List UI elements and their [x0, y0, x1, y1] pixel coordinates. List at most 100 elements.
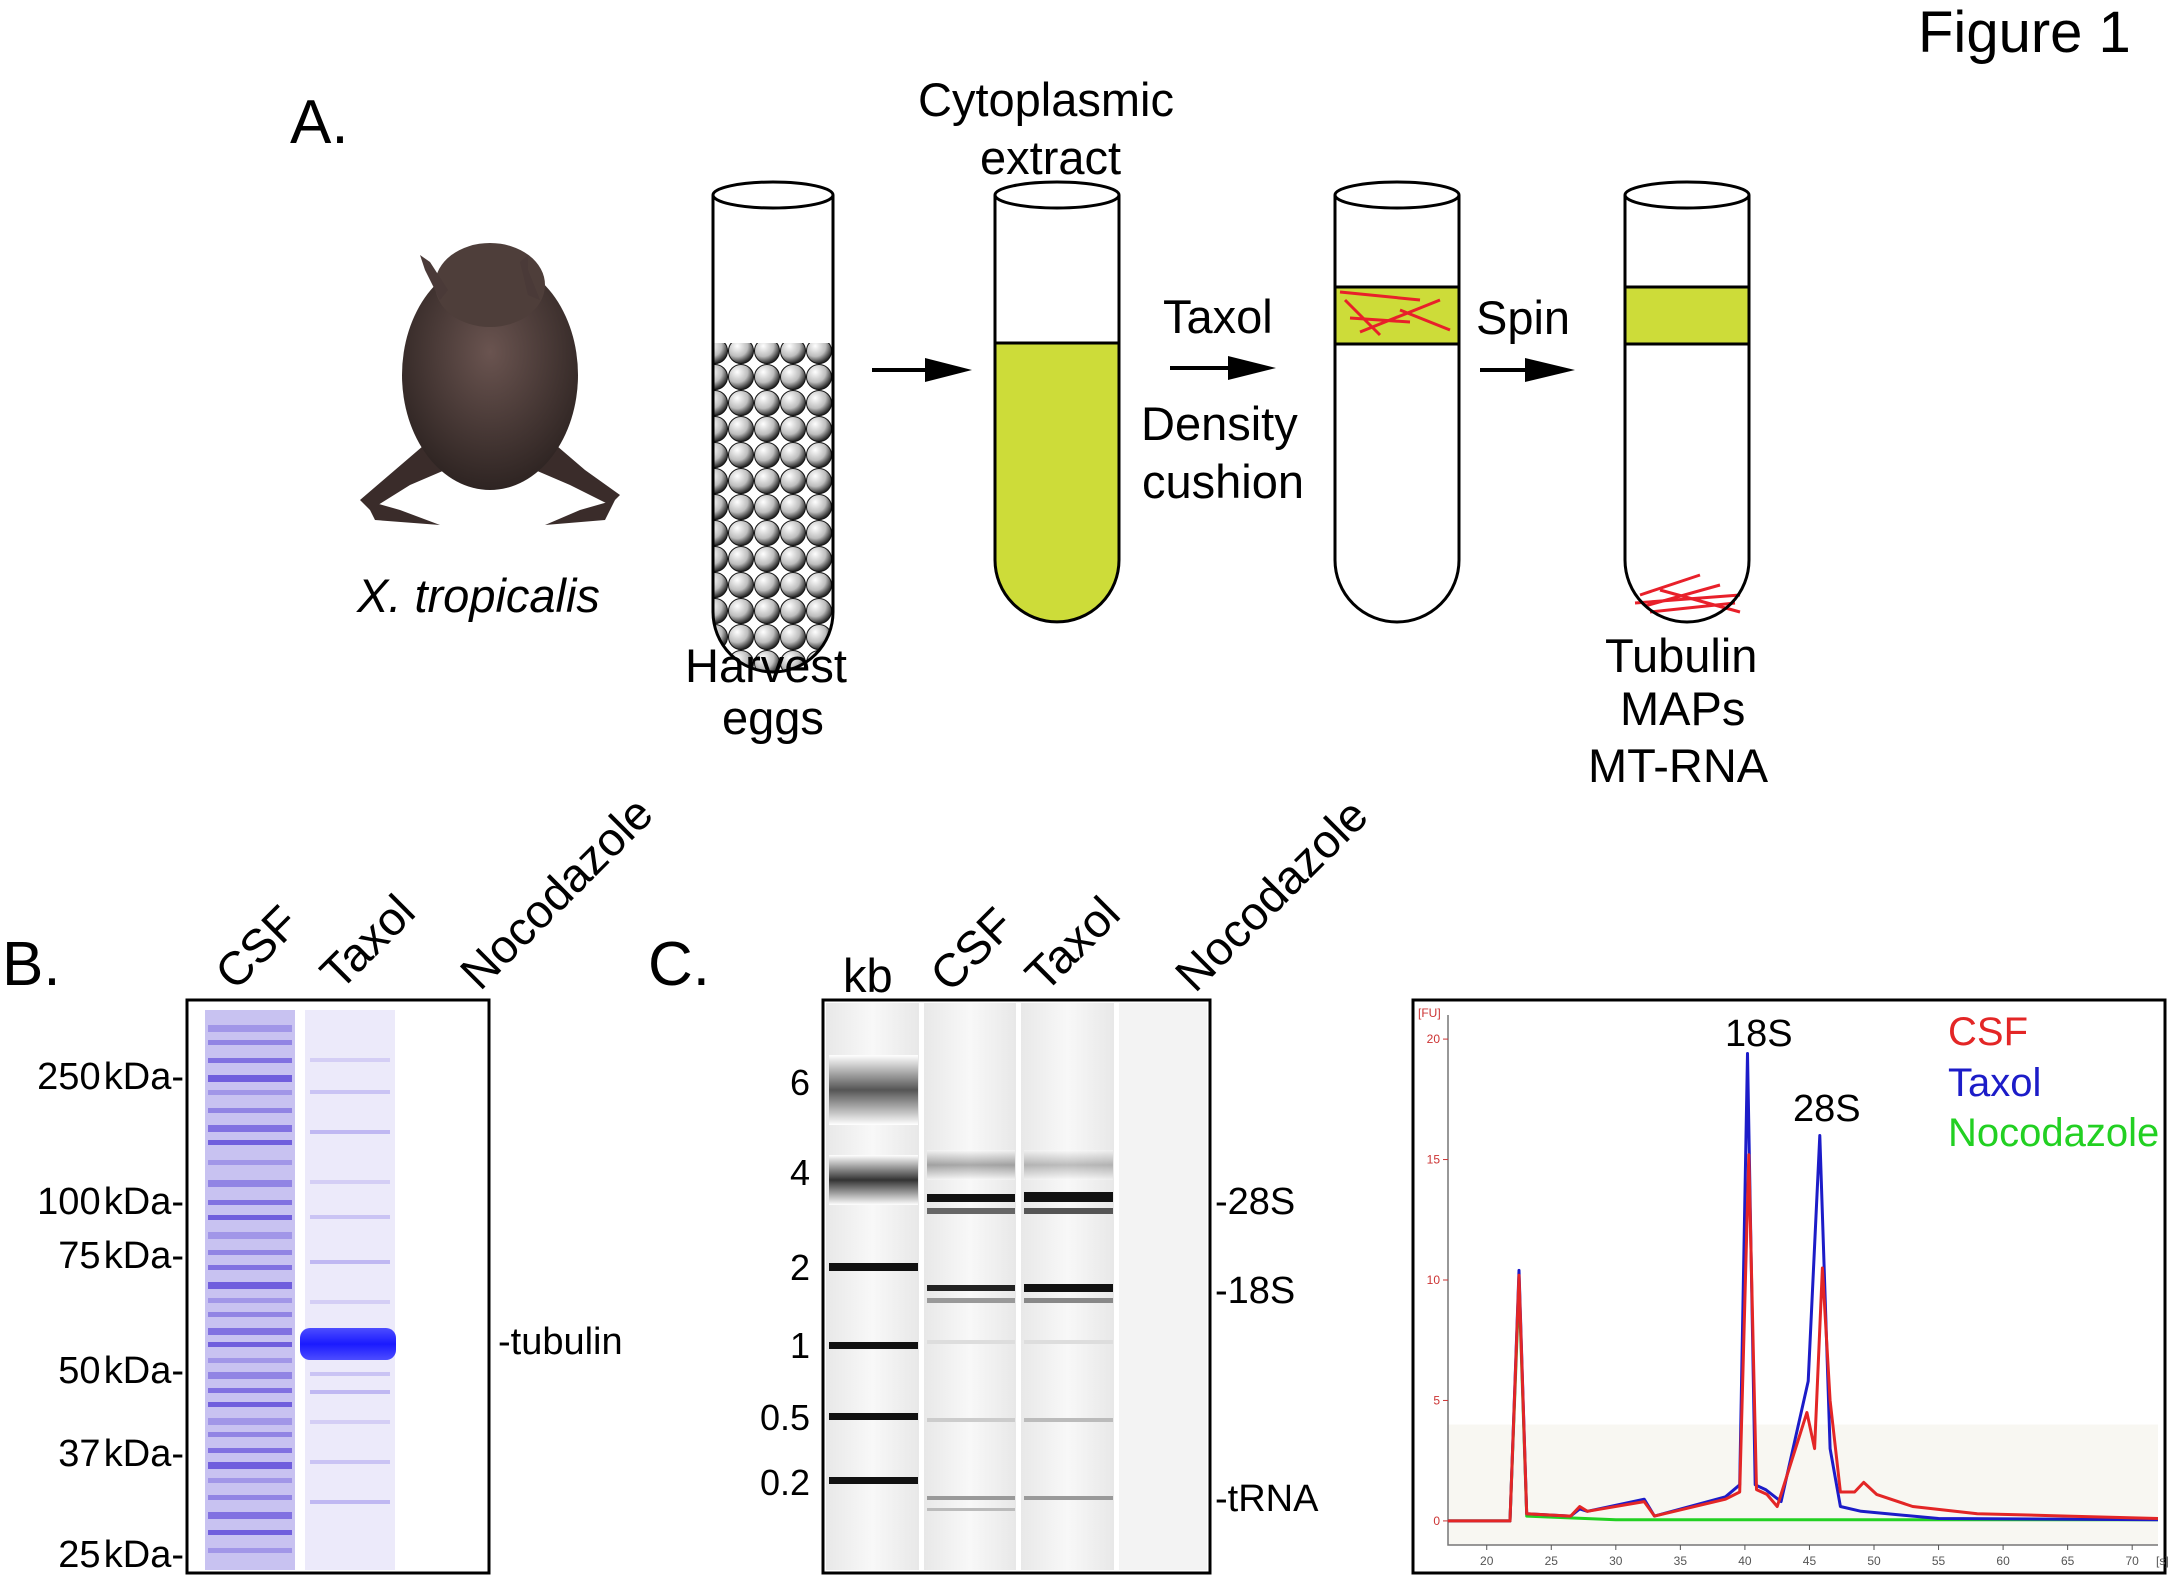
cushion-label: Density: [1141, 397, 1298, 450]
axes: [1447, 1015, 2158, 1546]
gel-band: [208, 1432, 292, 1437]
gel-band: [208, 1140, 292, 1145]
gel-band: [208, 1265, 292, 1270]
rrna-28s-label: -28S: [1215, 1181, 1296, 1223]
gel-band: [310, 1058, 390, 1062]
rrna-18s-label: -18S: [1215, 1270, 1296, 1312]
gel-band: [310, 1420, 390, 1424]
organism-label: X. tropicalis: [357, 569, 600, 622]
panel-a-label: A.: [290, 88, 349, 157]
gel-band: [208, 1418, 292, 1425]
x-tick-label: 20: [1480, 1554, 1494, 1568]
x-tick-label: 40: [1738, 1554, 1752, 1568]
gel-band: [208, 1402, 292, 1407]
figure-title: Figure 1: [1918, 0, 2131, 65]
panel-c-label: C.: [648, 930, 710, 999]
x-tick-label: 50: [1867, 1554, 1881, 1568]
legend-csf: CSF: [1948, 1010, 2028, 1054]
y-tick-label: 0: [1433, 1514, 1440, 1528]
gel-band: [310, 1372, 390, 1376]
arrow-right-icon: [1170, 356, 1276, 380]
arrow-right-icon: [872, 358, 972, 382]
gel-band: [208, 1180, 292, 1187]
gel-band: [208, 1448, 292, 1453]
gel-band: [310, 1390, 390, 1394]
gel-band: [310, 1215, 390, 1219]
mw-marker: 250 kDa-: [37, 1056, 184, 1098]
gel-band: [310, 1460, 390, 1464]
x-tick-label: 60: [1996, 1554, 2010, 1568]
x-tick-label: 25: [1545, 1554, 1559, 1568]
gel-band: [208, 1250, 292, 1255]
mw-marker: 50 kDa-: [58, 1350, 184, 1392]
gel-band: [208, 1040, 292, 1045]
gel-band: [208, 1462, 292, 1469]
peak-label-18s: 18S: [1725, 1013, 1793, 1055]
taxol-step-label: Taxol: [1163, 290, 1273, 343]
gel-band: [208, 1342, 292, 1347]
product-label: MT-RNA: [1588, 739, 1769, 792]
peak-label-28s: 28S: [1793, 1088, 1861, 1130]
trna-label: -tRNA: [1215, 1478, 1319, 1520]
mw-marker: 75 kDa-: [58, 1235, 184, 1277]
spin-step-label: Spin: [1476, 291, 1571, 344]
gel-band: [310, 1130, 390, 1134]
x-tick-label: 65: [2061, 1554, 2075, 1568]
gel-band: [208, 1530, 292, 1535]
gel-band: [208, 1312, 292, 1317]
microtubules: [1339, 290, 1451, 337]
tube-extract: [993, 180, 1121, 624]
ladder-label: 6: [789, 1062, 810, 1103]
gel-band: [208, 1282, 292, 1289]
gel-band: [208, 1388, 292, 1393]
arrow-right-icon: [1480, 358, 1575, 382]
tube-spin: [1623, 180, 1751, 624]
gel-band: [208, 1232, 292, 1239]
gel-band: [208, 1058, 292, 1063]
tubulin-band-label: -tubulin: [498, 1321, 623, 1363]
taxol-lane-bands: [310, 1058, 390, 1504]
gel-band: [208, 1200, 292, 1205]
legend-nocodazole: Nocodazole: [1948, 1111, 2160, 1155]
gel-band: [208, 1108, 292, 1113]
frog-icon: [360, 243, 620, 525]
lane-label-kb: kb: [843, 949, 893, 1002]
product-label: MAPs: [1620, 682, 1746, 735]
gel-band: [310, 1090, 390, 1094]
mw-marker: 100 kDa-: [37, 1181, 184, 1223]
legend-taxol: Taxol: [1948, 1061, 2042, 1105]
x-tick-label: 35: [1674, 1554, 1688, 1568]
gel-band: [310, 1500, 390, 1504]
x-tick-label: 30: [1609, 1554, 1623, 1568]
gel-band: [208, 1512, 292, 1519]
mw-marker: 37 kDa-: [58, 1433, 184, 1475]
product-label: Tubulin: [1605, 629, 1758, 682]
gel-band: [208, 1215, 292, 1220]
gel-band: [208, 1548, 292, 1553]
cushion-label: cushion: [1142, 455, 1304, 508]
gel-band: [208, 1358, 292, 1363]
tubulin-band: [300, 1328, 396, 1360]
x-tick-label: 70: [2126, 1554, 2140, 1568]
y-tick-label: 10: [1427, 1273, 1441, 1287]
gel-band: [310, 1300, 390, 1304]
series-line-csf: [1448, 1153, 2159, 1523]
x-tick-label: 45: [1803, 1554, 1817, 1568]
harvest-label: Harvest: [685, 639, 847, 692]
gel-band: [208, 1328, 292, 1335]
tube-eggs: [711, 180, 835, 674]
csf-lane-bands: [208, 1025, 292, 1553]
gel-band: [208, 1025, 292, 1032]
gel-band: [208, 1298, 292, 1303]
gel-band: [208, 1125, 292, 1132]
ladder-label: 0.2: [759, 1462, 810, 1503]
gel-band: [310, 1260, 390, 1264]
gel-band: [208, 1495, 292, 1500]
x-axis-label: [s]: [2156, 1554, 2169, 1568]
ladder-label: 2: [789, 1247, 810, 1288]
ladder-label: 0.5: [759, 1397, 810, 1438]
